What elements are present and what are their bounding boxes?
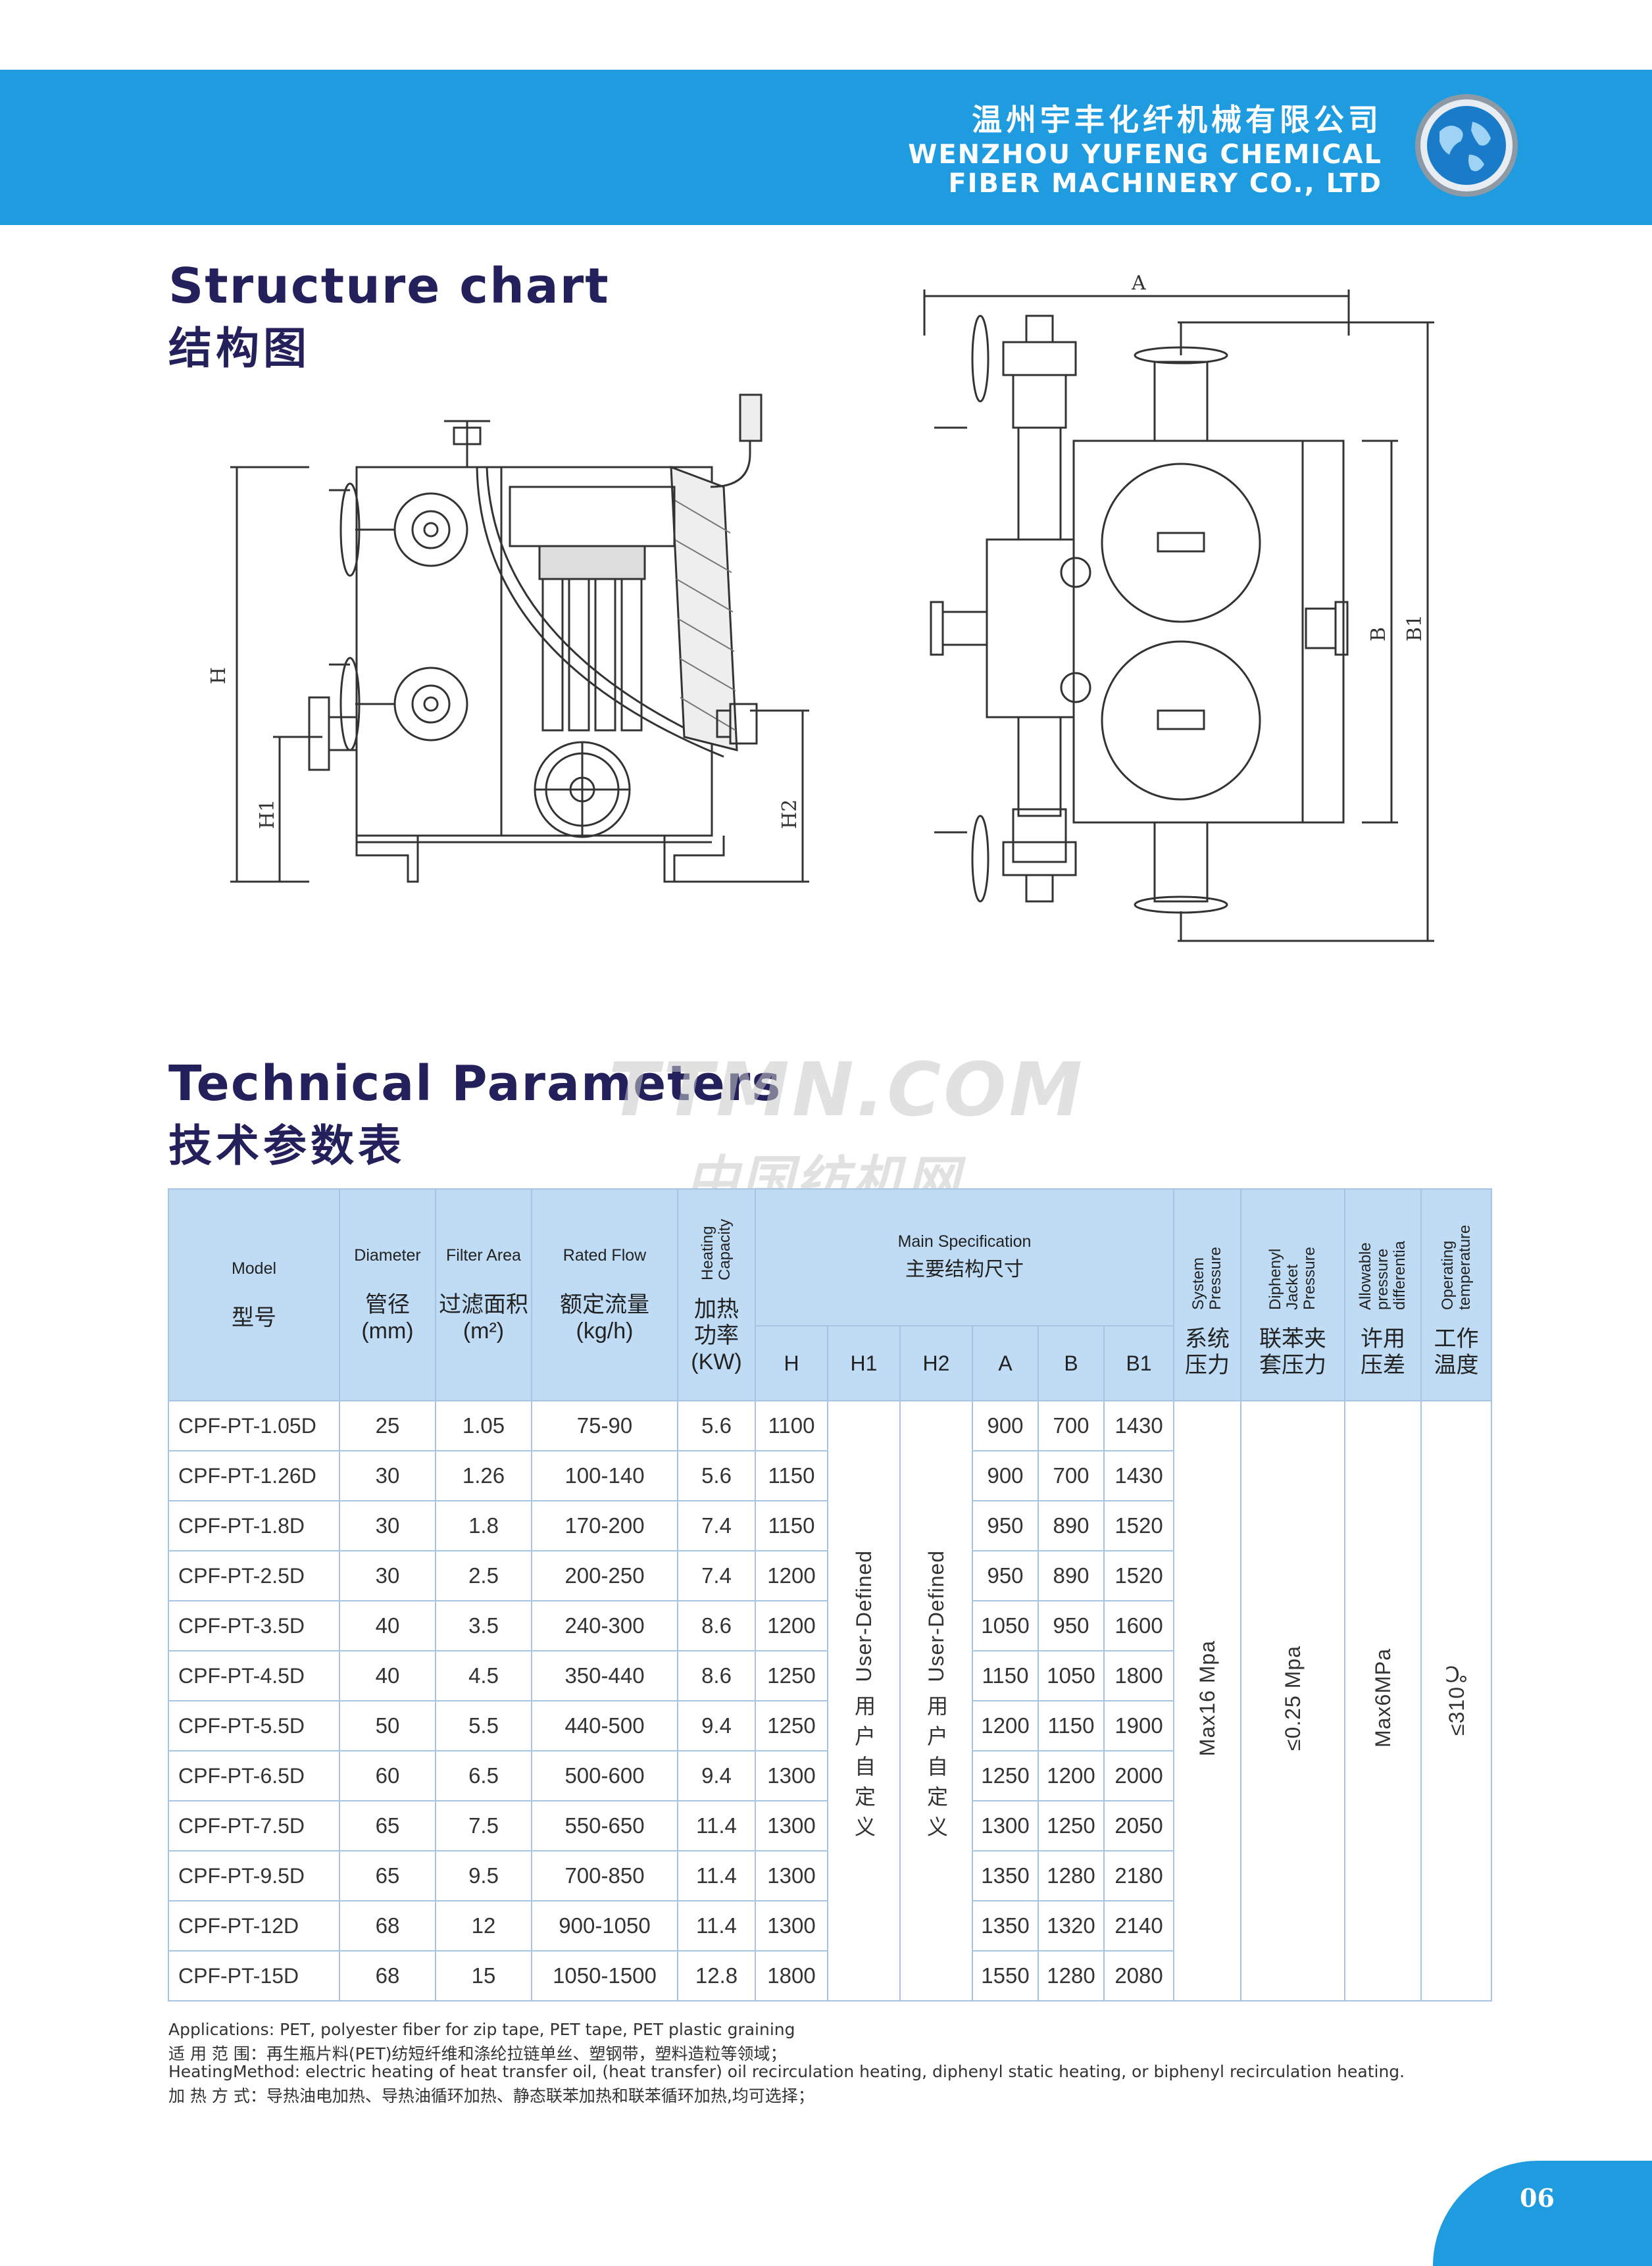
side-view-drawing: H H1 H2 [211,393,809,883]
dim-label-b: B [1367,627,1390,642]
params-title-cn: 技术参数表 [168,1120,405,1171]
heating-method-en: HeatingMethod: electric heating of heat … [168,2062,1405,2081]
col-rated-flow: Rated Flow 额定流量 (kg/h) [531,1188,678,1401]
cell-jacket-pressure: ≤0.25 Mpa [1240,1400,1346,2002]
heating-method-cn: 加 热 方 式：导热油电加热、导热油循环加热、静态联苯加热和联苯循环加热,均可选… [168,2086,814,2105]
col-dim-h1: H1 [827,1325,901,1401]
page-number: 06 [1520,2183,1555,2213]
col-jacket-pressure: Diphenyl Jacket Pressure 联苯夹 套压力 [1240,1188,1346,1401]
structure-title-cn: 结构图 [168,323,311,374]
col-dim-h2: H2 [899,1325,973,1401]
dim-label-a: A [1131,272,1146,295]
company-name-en-line2: FIBER MACHINERY CO., LTD [948,168,1382,199]
col-dim-h: H [755,1325,828,1401]
page-number-tab [1433,2161,1652,2266]
watermark-ttmn: TTMN.COM [609,1047,1085,1133]
dim-label-h2: H2 [778,799,801,829]
technical-parameters-table: Model 型号 Diameter 管径 (mm) Filter Area 过滤… [168,1188,1493,2002]
cell-allowable-pressure: Max6MPa [1344,1400,1422,2002]
col-diameter: Diameter 管径 (mm) [339,1188,436,1401]
col-model: Model 型号 [168,1188,340,1401]
structure-title-en: Structure chart [168,258,610,315]
col-heating-capacity: Heating Capacity 加热 功率 (KW) [677,1188,756,1401]
col-allowable-pressure: Allowable pressure differentia 许用 压差 [1344,1188,1422,1401]
cell-h2-user-defined: User-Defined 用户自定义 [899,1400,973,2002]
params-title-en: Technical Parameters [168,1055,782,1112]
dim-label-h1: H1 [256,799,279,829]
company-name-en-line1: WENZHOU YUFENG CHEMICAL [908,139,1382,170]
cell-operating-temperature: ≤310℃ [1420,1400,1493,2002]
top-view-drawing: A B1 B [923,272,1434,942]
header-bar [0,70,1652,225]
table-row: CPF-PT-1.05D 25 1.05 75-90 5.6 1100 User… [168,1400,1493,2002]
applications-cn: 适 用 范 围：再生瓶片料(PET)纺短纤维和涤纶拉链单丝、塑钢带，塑料造粒等领… [168,2044,787,2063]
col-system-pressure: System Pressure 系统 压力 [1173,1188,1242,1401]
applications-en: Applications: PET, polyester fiber for z… [168,2020,795,2039]
col-main-specification: Main Specification 主要结构尺寸 [754,1188,1175,1326]
col-dim-b: B [1038,1325,1105,1401]
col-operating-temperature: Operating temperature 工作 温度 [1420,1188,1493,1401]
globe-logo-icon [1415,94,1518,197]
company-name-cn: 温州宇丰化纤机械有限公司 [972,102,1382,138]
col-filter-area: Filter Area 过滤面积 (m²) [435,1188,532,1401]
dim-label-b1: B1 [1403,615,1426,642]
cell-h1-user-defined: User-Defined 用户自定义 [827,1400,901,2002]
cell-system-pressure: Max16 Mpa [1173,1400,1242,2002]
col-dim-b1: B1 [1103,1325,1175,1401]
dim-label-h: H [211,667,230,684]
col-dim-a: A [972,1325,1039,1401]
